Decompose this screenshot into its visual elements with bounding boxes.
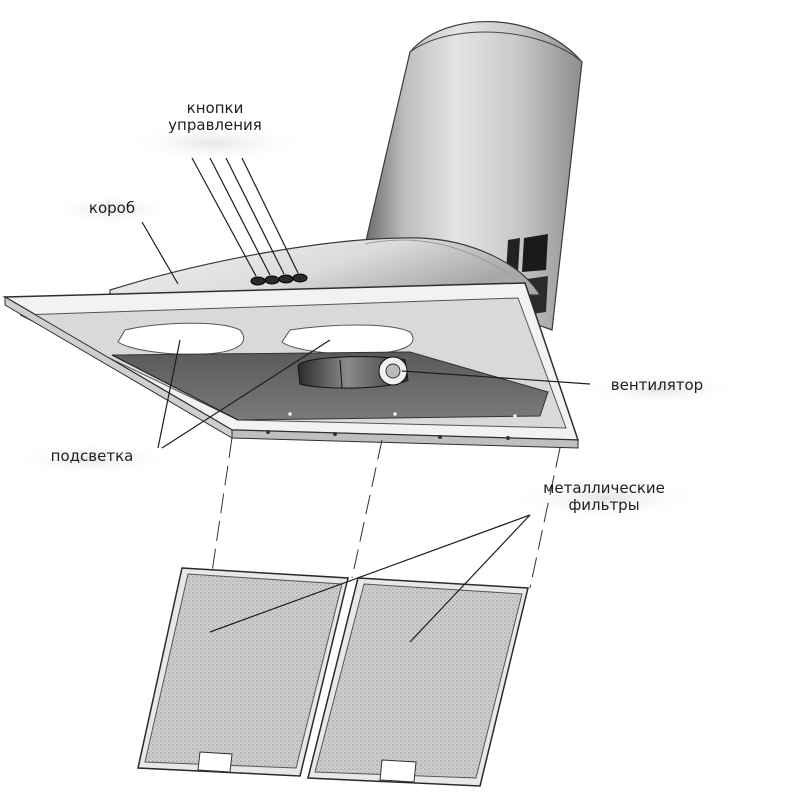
- label-fan: вентилятор: [595, 377, 719, 394]
- label-control-buttons-line1: кнопки: [186, 99, 244, 117]
- label-box: короб: [80, 200, 144, 217]
- label-filters-line1: металлические: [543, 479, 665, 497]
- label-lighting: подсветка: [30, 448, 154, 465]
- fan: [297, 356, 409, 389]
- label-filters: металлические фильтры: [520, 480, 688, 514]
- filter-left: [137, 567, 349, 777]
- projection-lines: [211, 437, 561, 589]
- label-control-buttons-line2: управления: [168, 116, 262, 134]
- label-control-buttons: кнопки управления: [150, 100, 280, 134]
- label-glows: [12, 123, 740, 522]
- label-fan-text: вентилятор: [610, 376, 704, 394]
- filter-right: [307, 577, 529, 787]
- control-buttons: [250, 273, 308, 286]
- label-filters-line2: фильтры: [568, 496, 640, 514]
- light-windows: [117, 322, 414, 355]
- hood-box: [109, 237, 542, 296]
- label-box-text: короб: [88, 199, 136, 217]
- leader-lines: [141, 157, 591, 643]
- label-lighting-text: подсветка: [50, 447, 134, 465]
